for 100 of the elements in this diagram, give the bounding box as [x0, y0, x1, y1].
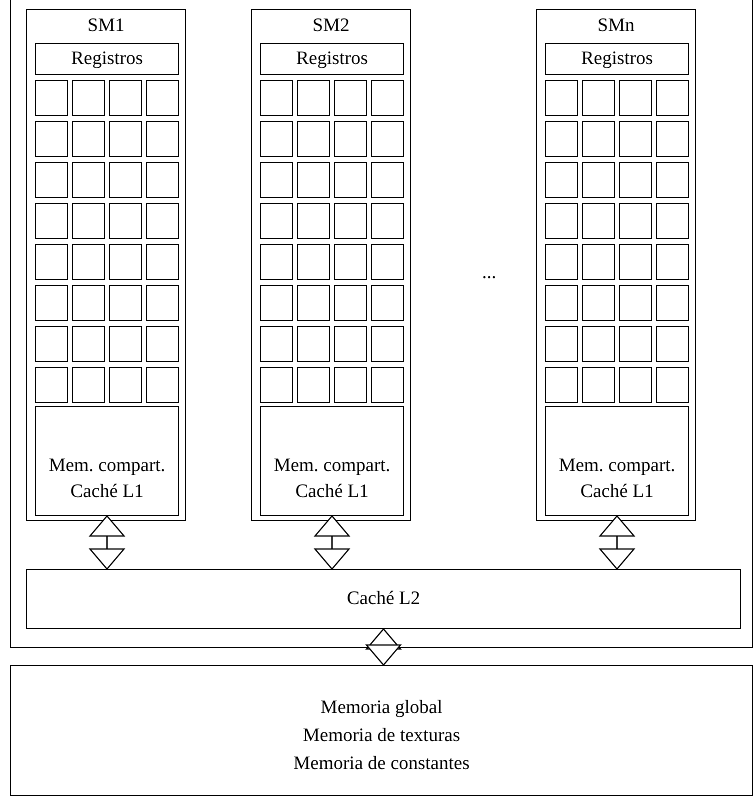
core-cell [109, 121, 142, 157]
core-cell [582, 162, 615, 198]
core-cell [582, 326, 615, 362]
core-cell [656, 162, 689, 198]
core-cell [260, 285, 293, 321]
core-cell [146, 244, 179, 280]
core-cell [545, 162, 578, 198]
core-cell [35, 285, 68, 321]
core-cell [146, 121, 179, 157]
core-cell [619, 121, 652, 157]
core-cell [72, 326, 105, 362]
outer-frame [10, 0, 753, 648]
core-cell [260, 203, 293, 239]
core-cell [619, 80, 652, 116]
core-cell [371, 121, 404, 157]
ellipsis-text: ... [482, 262, 496, 284]
core-cell [582, 285, 615, 321]
text-line: Memoria de constantes [292, 752, 471, 776]
core-cell [297, 203, 330, 239]
core-cell [334, 80, 367, 116]
cache-box: Mem. compart. Caché L1 [35, 406, 179, 516]
core-cell [35, 326, 68, 362]
core-cell [656, 244, 689, 280]
core-cell [146, 285, 179, 321]
core-cell [334, 326, 367, 362]
registers-box: Registros [545, 43, 689, 75]
multiprocessor-box [251, 9, 411, 521]
core-cell [619, 244, 652, 280]
core-cell [371, 285, 404, 321]
core-cell [582, 367, 615, 403]
core-cell [109, 203, 142, 239]
core-cell [72, 80, 105, 116]
registers-box: Registros [260, 43, 404, 75]
core-cell [619, 326, 652, 362]
core-cell [371, 326, 404, 362]
core-cell [582, 244, 615, 280]
core-cell [146, 203, 179, 239]
core-cell [334, 203, 367, 239]
core-cell [109, 80, 142, 116]
core-cell [619, 367, 652, 403]
core-cell [545, 80, 578, 116]
cache-box: Caché L2 [26, 569, 741, 629]
core-cell [656, 285, 689, 321]
core-cell [371, 162, 404, 198]
core-cell [545, 121, 578, 157]
core-cell [334, 244, 367, 280]
core-cell [72, 244, 105, 280]
core-cell [619, 285, 652, 321]
core-cell [371, 80, 404, 116]
core-cell [146, 326, 179, 362]
core-cell [260, 244, 293, 280]
core-cell [146, 80, 179, 116]
double-arrow [89, 515, 125, 570]
registers-box: Registros [35, 43, 179, 75]
core-cell [334, 367, 367, 403]
box-title: SM1 [86, 14, 126, 38]
core-cell [109, 326, 142, 362]
core-cell [72, 285, 105, 321]
core-cell [619, 203, 652, 239]
text-line: Memoria de texturas [302, 724, 462, 748]
core-cell [260, 80, 293, 116]
core-cell [582, 203, 615, 239]
core-cell [260, 162, 293, 198]
core-cell [371, 367, 404, 403]
core-cell [109, 367, 142, 403]
multiprocessor-box [536, 9, 696, 521]
double-arrow [599, 515, 635, 570]
cache-box: Mem. compart. Caché L1 [545, 406, 689, 516]
core-cell [334, 285, 367, 321]
double-arrow [314, 515, 350, 570]
text-line: Memoria global [320, 696, 444, 720]
core-cell [35, 121, 68, 157]
core-cell [35, 203, 68, 239]
core-cell [656, 203, 689, 239]
core-cell [146, 162, 179, 198]
core-cell [656, 80, 689, 116]
core-cell [297, 326, 330, 362]
core-cell [35, 162, 68, 198]
core-cell [545, 285, 578, 321]
core-cell [72, 203, 105, 239]
double-arrow [366, 628, 402, 666]
core-cell [545, 244, 578, 280]
core-cell [334, 121, 367, 157]
cache-box: Mem. compart. Caché L1 [260, 406, 404, 516]
core-cell [72, 367, 105, 403]
core-cell [260, 121, 293, 157]
core-cell [297, 367, 330, 403]
core-cell [656, 367, 689, 403]
core-cell [297, 121, 330, 157]
core-cell [297, 80, 330, 116]
core-cell [109, 285, 142, 321]
core-cell [371, 203, 404, 239]
core-cell [72, 121, 105, 157]
core-cell [146, 367, 179, 403]
core-cell [260, 326, 293, 362]
core-cell [545, 367, 578, 403]
core-cell [656, 326, 689, 362]
core-cell [545, 326, 578, 362]
core-cell [35, 244, 68, 280]
core-cell [297, 285, 330, 321]
